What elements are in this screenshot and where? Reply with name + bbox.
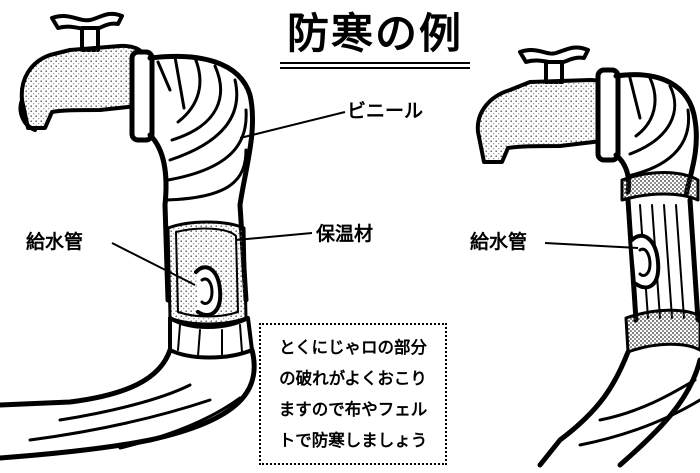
title-underline-second [280,67,470,69]
pipe-right-leader [544,242,639,249]
note-line-1: とくにじゃロの部分 [278,338,427,357]
title-underline [280,62,470,64]
page-title: 防寒の例 [286,9,463,58]
insulation-leader [235,232,313,241]
insulation-label: 保温材 [316,223,374,245]
water-pipe-label-left: 給水管 [26,231,84,253]
vinyl-leader [239,111,346,139]
leader-lines [111,111,639,286]
note-line-2: の破れがよくおこり [279,369,427,388]
left-faucet [0,11,257,461]
vinyl-label: ビニール [347,100,424,122]
right-faucet [475,45,700,468]
water-pipe-label-right: 給水管 [470,231,528,253]
pipe-left-leader [111,242,196,286]
note-box: とくにじゃロの部分 の破れがよくおこり ますので布やフェル トで防寒しましょう [259,323,447,465]
note-line-4: トで防寒しましょう [278,431,428,450]
note-line-3: ますので布やフェル [278,400,428,419]
